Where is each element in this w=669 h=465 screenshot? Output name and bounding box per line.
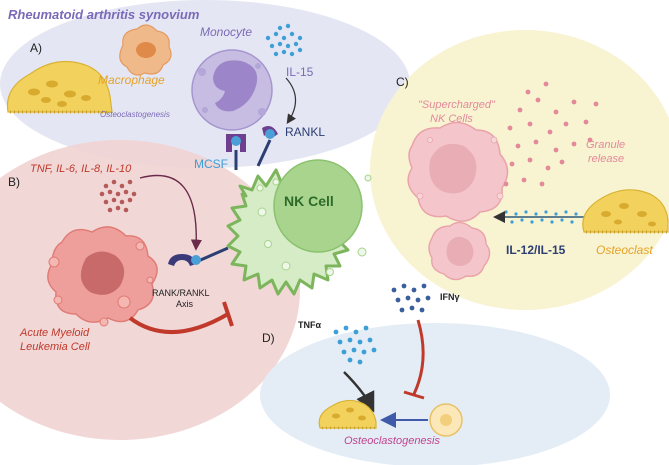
diagram-title: Rheumatoid arthritis synovium xyxy=(8,7,200,22)
macrophage-small-cell xyxy=(119,24,172,76)
granule-dots xyxy=(503,81,599,187)
osteoclastogenesis-a-label: Osteoclastogenesis xyxy=(100,110,170,119)
tnfa-to-osteoclast-arrow xyxy=(343,371,375,413)
d-zone xyxy=(260,323,610,465)
osteoclast-c-cell xyxy=(582,189,669,234)
panel-b-letter: B) xyxy=(8,175,20,189)
granule-label-line1: Granule xyxy=(586,139,625,151)
cytokines-b-label: TNF, IL-6, IL-8, IL-10 xyxy=(30,163,132,175)
panel-a-letter: A) xyxy=(30,41,42,55)
osteoclast-c-label: Osteoclast xyxy=(596,243,653,257)
osteoclast-d-cell xyxy=(318,399,377,430)
rank-axis-label-line2: Axis xyxy=(176,299,194,309)
tnfa-dots xyxy=(333,325,377,365)
monocyte-cell xyxy=(191,49,273,131)
osteoclastogenesis-d-label: Osteoclastogenesis xyxy=(344,435,440,447)
osteoclast-a-cell xyxy=(6,60,113,114)
aml-label-line2: Leukemia Cell xyxy=(20,341,90,353)
panel-c-letter: C) xyxy=(396,75,409,89)
aml-cell xyxy=(47,226,158,327)
ifng-inhibition xyxy=(403,319,425,400)
cytokine-to-rank-arrow xyxy=(139,174,202,251)
granule-label-line2: release xyxy=(588,153,624,165)
il12-il15-dots xyxy=(504,210,578,224)
supercharged-nk-large xyxy=(407,121,509,222)
supercharged-label-line2: NK Cells xyxy=(430,113,473,125)
supercharged-label-line1: "Supercharged" xyxy=(418,99,496,111)
rank-axis-label-line1: RANK/RANKL xyxy=(152,288,210,298)
macrophage-label: Macrophage xyxy=(98,73,165,87)
supercharged-nk-small xyxy=(428,221,491,281)
rankl-label: RANKL xyxy=(285,125,325,139)
panel-d-letter: D) xyxy=(262,331,275,345)
mcsf-receptor xyxy=(226,134,246,170)
mcsf-label: MCSF xyxy=(194,157,228,171)
tnfa-label: TNFα xyxy=(298,320,321,330)
il15-to-rankl-arrow xyxy=(285,77,297,124)
nk-cell xyxy=(226,159,372,296)
aml-label-line1: Acute Myeloid xyxy=(19,327,90,339)
rankl-receptor xyxy=(256,126,278,167)
ifng-dots xyxy=(391,283,431,313)
rank-rankl-receptor xyxy=(168,246,229,266)
aml-inhibition-arrow xyxy=(128,301,234,335)
precursor-cell xyxy=(429,403,463,437)
ifng-label: IFNγ xyxy=(440,292,460,302)
tnf-il-cytokine-dots xyxy=(99,179,137,213)
il15-cytokine-dots xyxy=(265,23,303,57)
il15-label: IL-15 xyxy=(286,65,314,79)
nk-cell-label: NK Cell xyxy=(284,193,334,209)
monocyte-label: Monocyte xyxy=(200,25,252,39)
il12-label: IL-12/IL-15 xyxy=(506,243,566,257)
